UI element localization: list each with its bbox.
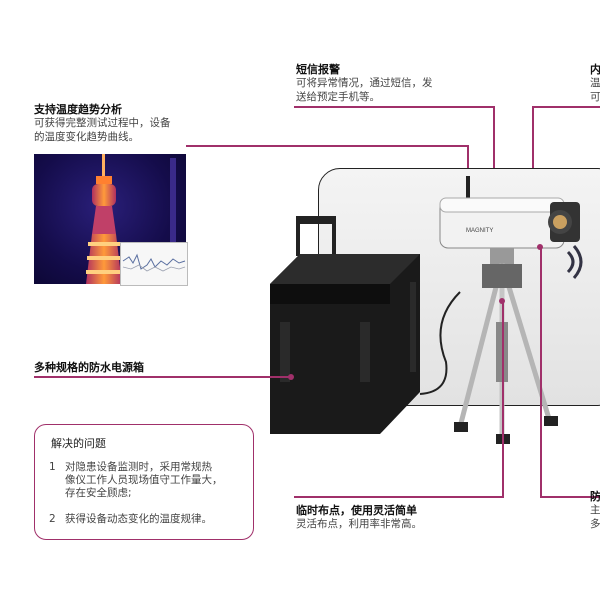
bottom-right-desc-line: 多	[590, 518, 600, 530]
camera-tripod-graphic: MAGNITY	[419, 176, 583, 444]
bottom-right-connector-v	[540, 246, 542, 496]
solution-item-text: 获得设备动态变化的温度规律。	[65, 513, 212, 526]
solution-item-line: 获得设备动态变化的温度规律。	[65, 513, 212, 525]
deploy-connector-v	[502, 300, 504, 496]
top-right-desc-line: 温	[590, 77, 600, 89]
solution-item-line: 像仪工作人员现场值守工作量大，	[65, 474, 223, 486]
trend-chart-inset	[120, 242, 188, 286]
thermal-tower-graphic	[86, 154, 176, 284]
trend-curve	[122, 253, 186, 272]
trend-title: 支持温度趋势分析	[34, 103, 122, 116]
bottom-right-title: 防	[590, 490, 600, 503]
deploy-desc: 灵活布点，利用率非常高。	[296, 518, 422, 530]
trend-connector	[186, 145, 468, 147]
power-connector	[34, 376, 292, 378]
solution-item-number: 2	[49, 513, 56, 525]
top-right-connector	[532, 106, 600, 108]
bottom-right-connector-dot	[537, 244, 543, 250]
bottom-right-desc: 主 多	[590, 503, 600, 531]
deploy-title: 临时布点，使用灵活简单	[296, 504, 417, 517]
solution-item-line: 存在安全顾虑;	[65, 487, 132, 499]
trend-desc-line: 可获得完整测试过程中，设备	[34, 117, 171, 129]
power-case-graphic	[270, 216, 420, 434]
solution-title: 解决的问题	[51, 437, 106, 450]
top-right-title: 内	[590, 63, 600, 76]
top-right-desc: 温 可	[590, 76, 600, 104]
deploy-connector	[294, 496, 504, 498]
sms-desc-line: 送给预定手机等。	[296, 91, 380, 103]
sms-desc: 可将异常情况，通过短信，发 送给预定手机等。	[296, 76, 433, 104]
top-right-connector-v	[532, 106, 534, 200]
top-right-desc-line: 可	[590, 91, 600, 103]
power-connector-dot	[288, 374, 294, 380]
thermal-image	[34, 154, 186, 284]
bottom-right-desc-line: 主	[590, 504, 600, 516]
sms-connector	[294, 106, 494, 108]
power-title: 多种规格的防水电源箱	[34, 361, 144, 374]
sms-desc-line: 可将异常情况，通过短信，发	[296, 77, 433, 89]
solution-item-number: 1	[49, 461, 56, 473]
sms-connector-v	[493, 106, 495, 200]
solution-box: 解决的问题 1 对隐患设备监测时，采用常规热 像仪工作人员现场值守工作量大， 存…	[34, 424, 254, 540]
sms-title: 短信报警	[296, 63, 340, 76]
bottom-right-connector	[540, 496, 600, 498]
trend-desc: 可获得完整测试过程中，设备 的温度变化趋势曲线。	[34, 116, 171, 144]
deploy-connector-dot	[499, 298, 505, 304]
camera-brand: MAGNITY	[466, 228, 493, 234]
solution-item-text: 对隐患设备监测时，采用常规热 像仪工作人员现场值守工作量大， 存在安全顾虑;	[65, 461, 223, 500]
trend-desc-line: 的温度变化趋势曲线。	[34, 131, 139, 143]
solution-item-line: 对隐患设备监测时，采用常规热	[65, 461, 212, 473]
